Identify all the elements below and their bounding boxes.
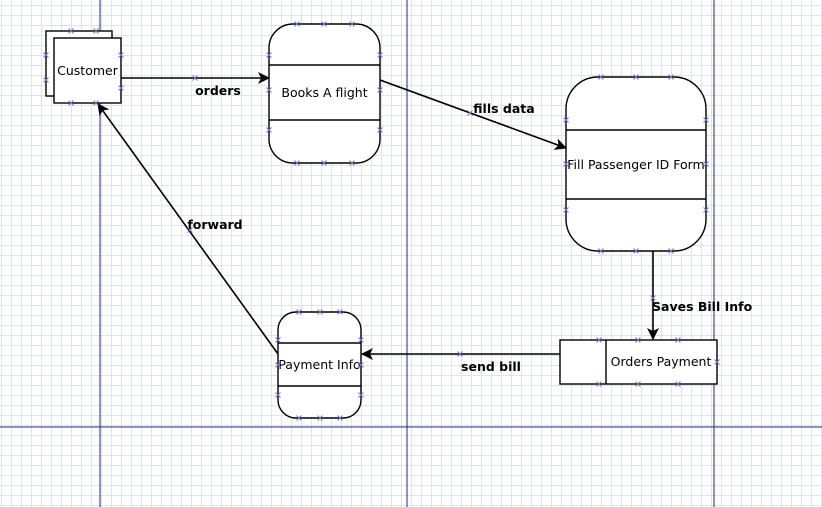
connection-point-icon <box>457 351 463 357</box>
connection-point-icon <box>296 415 302 421</box>
connection-point-icon <box>650 295 656 301</box>
connection-point-icon <box>321 160 327 166</box>
connection-point-icon <box>675 381 681 387</box>
connection-point-icon <box>358 362 364 368</box>
connection-point-icon <box>321 21 327 27</box>
connection-points <box>43 21 720 421</box>
connection-point-icon <box>563 161 569 167</box>
connection-point-icon <box>192 75 198 81</box>
edge-label-send-bill: send bill <box>461 359 521 374</box>
connection-point-icon <box>294 160 300 166</box>
connection-point-icon <box>703 161 709 167</box>
fill-form-process[interactable]: Fill Passenger ID Form <box>565 76 707 252</box>
connection-point-icon <box>118 52 124 58</box>
connection-point-icon <box>275 337 281 343</box>
connection-point-icon <box>296 309 302 315</box>
connection-point-icon <box>349 160 355 166</box>
connection-point-icon <box>266 127 272 133</box>
edge-label-orders: orders <box>195 83 241 98</box>
connection-point-icon <box>358 392 364 398</box>
connection-point-icon <box>633 74 639 80</box>
edge-label-saves-bill: Saves Bill Info <box>652 299 753 314</box>
connection-point-icon <box>266 52 272 58</box>
customer-entity[interactable]: Customer <box>45 30 122 104</box>
connection-point-icon <box>668 74 674 80</box>
connection-point-icon <box>349 21 355 27</box>
connection-point-icon <box>118 85 124 91</box>
connection-point-icon <box>635 337 641 343</box>
connection-point-icon <box>714 359 720 365</box>
connection-point-icon <box>187 227 193 233</box>
connection-point-icon <box>358 337 364 343</box>
edge-send-bill[interactable]: send bill <box>361 348 560 374</box>
connection-point-icon <box>337 309 343 315</box>
connection-point-icon <box>668 248 674 254</box>
connection-point-icon <box>68 28 74 34</box>
connection-point-icon <box>563 117 569 123</box>
connection-point-icon <box>294 21 300 27</box>
connection-point-icon <box>43 52 49 58</box>
edge-label-forward: forward <box>187 217 242 232</box>
orders-payment-store[interactable]: Orders Payment <box>559 339 718 385</box>
fill-form-label: Fill Passenger ID Form <box>567 157 704 172</box>
connection-point-icon <box>317 309 323 315</box>
connection-point-icon <box>93 28 99 34</box>
connection-point-icon <box>275 362 281 368</box>
connection-point-icon <box>377 52 383 58</box>
customer-label: Customer <box>57 63 119 78</box>
connection-point-icon <box>275 392 281 398</box>
edge-saves-bill[interactable]: Saves Bill Info <box>647 251 753 340</box>
connection-point-icon <box>43 77 49 83</box>
connection-point-icon <box>635 381 641 387</box>
books-flight-label: Books A flight <box>281 85 367 100</box>
connection-point-icon <box>377 87 383 93</box>
edge-orders[interactable]: orders <box>121 72 270 98</box>
edge-forward[interactable]: forward <box>97 103 279 355</box>
connection-point-icon <box>377 127 383 133</box>
orders-payment-label: Orders Payment <box>611 354 712 369</box>
connection-point-icon <box>266 87 272 93</box>
connection-point-icon <box>598 74 604 80</box>
payment-info-label: Payment Info <box>278 357 360 372</box>
connection-point-icon <box>598 248 604 254</box>
connection-point-icon <box>596 381 602 387</box>
edge-fills-data[interactable]: fills data <box>379 79 567 150</box>
connection-point-icon <box>675 337 681 343</box>
edge-label-fills-data: fills data <box>473 101 534 116</box>
connection-point-icon <box>596 337 602 343</box>
connection-point-icon <box>337 415 343 421</box>
payment-info-process[interactable]: Payment Info <box>277 311 362 419</box>
connection-point-icon <box>703 207 709 213</box>
connection-point-icon <box>467 110 473 116</box>
connection-point-icon <box>703 117 709 123</box>
connection-point-icon <box>317 415 323 421</box>
connection-point-icon <box>93 100 99 106</box>
connection-point-icon <box>563 207 569 213</box>
connection-point-icon <box>68 100 74 106</box>
connection-point-icon <box>633 248 639 254</box>
books-flight-process[interactable]: Books A flight <box>268 23 381 164</box>
